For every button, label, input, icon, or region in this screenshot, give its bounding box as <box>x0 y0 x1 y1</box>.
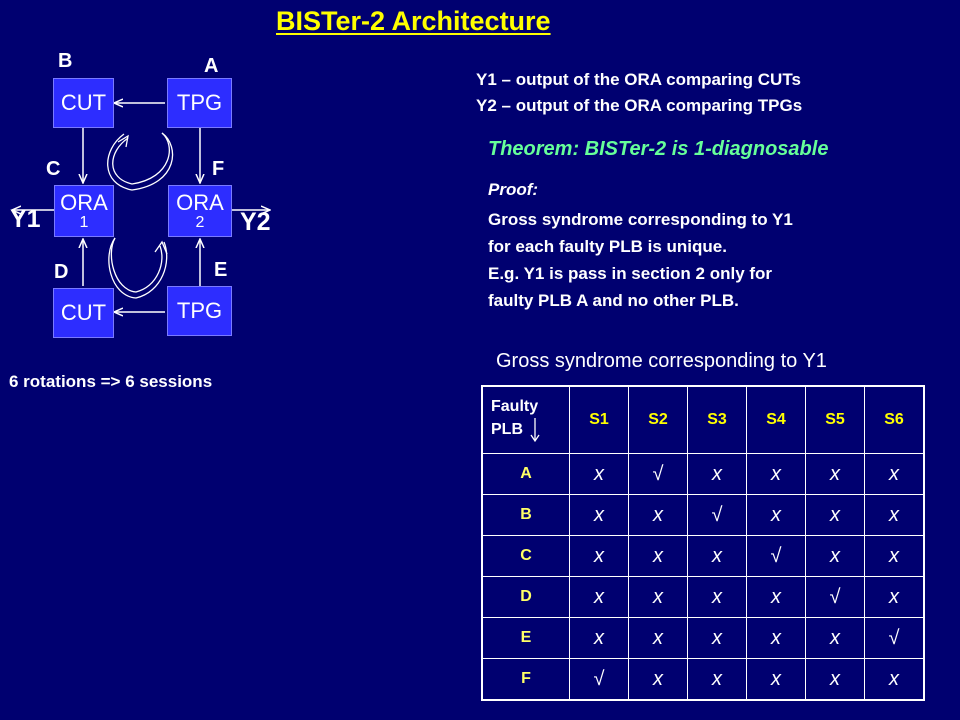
cut-block-top: CUT <box>53 78 114 128</box>
table-cell: x <box>864 658 925 701</box>
table-cell: x <box>805 535 865 577</box>
table-cell: x <box>864 576 925 618</box>
table-cell: x <box>746 658 806 701</box>
tpg-bottom-label: TPG <box>176 298 223 323</box>
tpg-block-top: TPG <box>167 78 232 128</box>
table-header-row: Faulty PLB S1 S2 S3 S4 S5 S6 <box>481 385 925 454</box>
ora1-block: ORA 1 <box>54 185 114 237</box>
table-cell: x <box>746 453 806 495</box>
proof-line-2: for each faulty PLB is unique. <box>488 237 727 256</box>
table-cell: x <box>628 617 688 659</box>
cut-bottom-label: CUT <box>60 300 107 325</box>
syndrome-table: Faulty PLB S1 S2 S3 S4 S5 S6 A x √ x <box>481 385 925 701</box>
table-cell: x <box>687 617 747 659</box>
table-cell: x <box>805 453 865 495</box>
column-header: S2 <box>628 385 688 454</box>
table-row: A x √ x x x x <box>481 453 925 495</box>
proof-heading: Proof: <box>488 180 539 199</box>
column-header: S4 <box>746 385 806 454</box>
table-cell: x <box>746 576 806 618</box>
rotation-arc-upper <box>112 132 170 185</box>
ora2-name: ORA <box>176 189 224 215</box>
ora2-index: 2 <box>195 213 205 231</box>
cut-block-bottom: CUT <box>53 288 114 338</box>
table-cell: √ <box>687 494 747 536</box>
table-cell: x <box>569 535 629 577</box>
faulty-header-line2-text: PLB <box>491 421 523 439</box>
table-row: E x x x x x √ <box>481 617 925 659</box>
tpg-block-bottom: TPG <box>167 286 232 336</box>
table-cell: x <box>569 494 629 536</box>
column-header: S6 <box>864 385 925 454</box>
table-cell: x <box>805 617 865 659</box>
row-header: C <box>481 535 570 577</box>
table-cell: x <box>687 658 747 701</box>
row-header: A <box>481 453 570 495</box>
table-cell: x <box>628 576 688 618</box>
table-cell: x <box>805 494 865 536</box>
table-cell: x <box>864 494 925 536</box>
label-d: D <box>54 261 69 283</box>
tpg-top-label: TPG <box>176 90 223 115</box>
y1-output-label: Y1 <box>10 205 41 233</box>
table-cell: x <box>805 658 865 701</box>
table-cell: x <box>687 535 747 577</box>
table-cell: √ <box>805 576 865 618</box>
table-row: D x x x x √ x <box>481 576 925 618</box>
table-row: B x x √ x x x <box>481 494 925 536</box>
label-e: E <box>214 259 228 281</box>
theorem-text: Theorem: BISTer-2 is 1-diagnosable <box>488 138 829 160</box>
row-header: F <box>481 658 570 701</box>
table-caption: Gross syndrome corresponding to Y1 <box>496 350 827 372</box>
definition-y2: Y2 – output of the ORA comparing TPGs <box>476 96 803 115</box>
proof-line-3: E.g. Y1 is pass in section 2 only for <box>488 264 773 283</box>
table-row: C x x x √ x x <box>481 535 925 577</box>
table-cell: x <box>864 453 925 495</box>
row-header: B <box>481 494 570 536</box>
table-cell: x <box>746 494 806 536</box>
label-f: F <box>212 158 225 180</box>
table-cell: x <box>628 658 688 701</box>
column-header: S3 <box>687 385 747 454</box>
table-cell: x <box>628 535 688 577</box>
ora1-name: ORA <box>60 189 108 215</box>
label-b: B <box>58 50 73 72</box>
table-cell: √ <box>569 658 629 701</box>
ora2-block: ORA 2 <box>168 185 232 237</box>
column-header: S5 <box>805 385 865 454</box>
row-header: E <box>481 617 570 659</box>
slide-title: BISTer-2 Architecture <box>276 6 551 36</box>
rotations-note: 6 rotations => 6 sessions <box>9 372 213 391</box>
table-cell: √ <box>746 535 806 577</box>
column-header: S1 <box>569 385 629 454</box>
proof-line-4: faulty PLB A and no other PLB. <box>488 291 739 310</box>
faulty-header-line1: Faulty <box>491 398 539 415</box>
table-cell: x <box>628 494 688 536</box>
label-a: A <box>204 55 219 77</box>
rotation-arc-lower <box>110 237 163 293</box>
table-cell: √ <box>628 453 688 495</box>
table-cell: x <box>569 617 629 659</box>
table-cell: x <box>687 576 747 618</box>
table-row: F √ x x x x x <box>481 658 925 701</box>
faulty-header-line2: PLB <box>483 417 569 443</box>
ora1-index: 1 <box>79 213 89 231</box>
proof-line-1: Gross syndrome corresponding to Y1 <box>488 210 793 229</box>
table-cell: √ <box>864 617 925 659</box>
table-cell: x <box>864 535 925 577</box>
faulty-plb-header: Faulty PLB <box>481 385 570 454</box>
table-cell: x <box>746 617 806 659</box>
down-arrow-icon <box>530 418 540 443</box>
cut-top-label: CUT <box>60 90 107 115</box>
table-cell: x <box>569 576 629 618</box>
table-cell: x <box>687 453 747 495</box>
label-c: C <box>46 158 61 180</box>
y2-output-label: Y2 <box>240 208 271 236</box>
table-cell: x <box>569 453 629 495</box>
row-header: D <box>481 576 570 618</box>
definition-y1: Y1 – output of the ORA comparing CUTs <box>476 70 801 89</box>
